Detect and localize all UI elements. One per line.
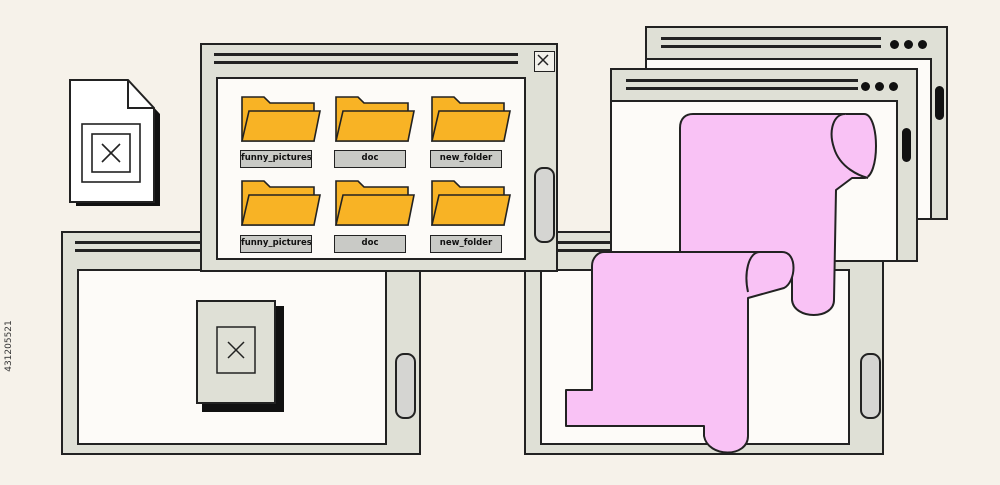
stock-id: 431205521 bbox=[4, 320, 14, 372]
scrollbar-thumb[interactable] bbox=[395, 353, 416, 419]
folder-icon[interactable] bbox=[240, 91, 322, 147]
scrollbar-thumb[interactable] bbox=[902, 128, 911, 162]
scrollbar-thumb[interactable] bbox=[534, 167, 555, 243]
folder-label[interactable]: doc bbox=[334, 235, 406, 253]
folder-label[interactable]: funny_pictures bbox=[240, 235, 312, 253]
folder-icon[interactable] bbox=[240, 175, 322, 231]
folder-label[interactable]: new_folder bbox=[430, 150, 502, 168]
folder-label[interactable]: doc bbox=[334, 150, 406, 168]
folder-icon[interactable] bbox=[334, 91, 416, 147]
paper-scroll-illustration bbox=[565, 113, 877, 454]
folder-icon[interactable] bbox=[430, 175, 512, 231]
folder-icon[interactable] bbox=[334, 175, 416, 231]
file-browser-window: funny_pictures doc new_folder funny_pict… bbox=[200, 43, 558, 272]
scrollbar-thumb[interactable] bbox=[860, 353, 881, 419]
folder-label[interactable]: funny_pictures bbox=[240, 150, 312, 168]
close-icon bbox=[537, 54, 549, 66]
broken-image-icon bbox=[196, 300, 284, 412]
scrollbar-thumb[interactable] bbox=[935, 86, 944, 120]
close-button[interactable] bbox=[534, 51, 555, 72]
folder-icon[interactable] bbox=[430, 91, 512, 147]
file-icon[interactable] bbox=[68, 78, 172, 210]
window-controls-dots[interactable] bbox=[885, 34, 927, 53]
folder-label[interactable]: new_folder bbox=[430, 235, 502, 253]
window-controls-dots[interactable] bbox=[856, 76, 898, 95]
